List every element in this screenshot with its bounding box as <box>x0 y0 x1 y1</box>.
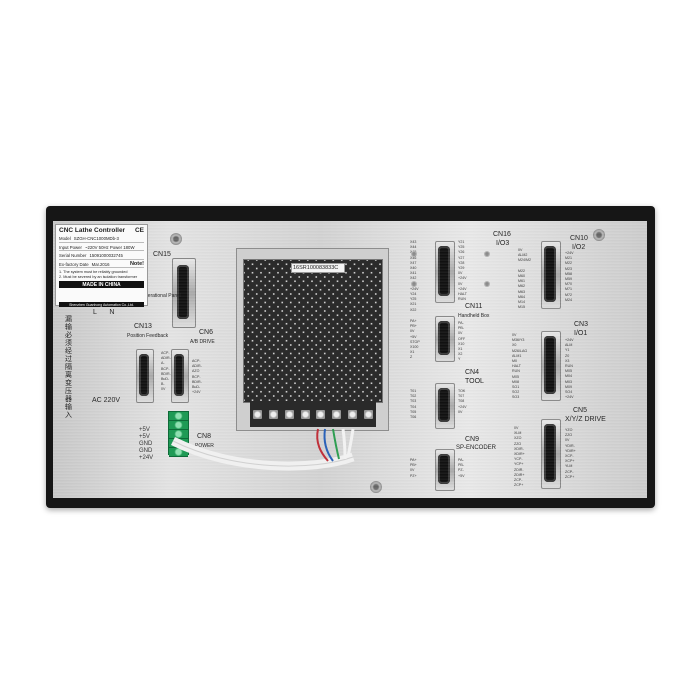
screw <box>411 251 417 257</box>
label-row: Input Power~220V 50Hz Power 180W <box>59 244 144 251</box>
psu-terminals <box>250 401 376 427</box>
psu-serial-sticker: 16SR100083833C <box>291 263 345 273</box>
ln-terminal-label: L N <box>93 309 116 316</box>
cn9-pins-right: PA- PB- PZ- +5V <box>458 458 465 478</box>
mount-hole <box>170 233 182 245</box>
cn15-label: CN15 <box>153 251 171 258</box>
cn11-label: CN11 <box>465 303 483 310</box>
cn6-sub: A/B DRIVE <box>190 339 215 345</box>
cn4-label: CN4 <box>465 369 480 376</box>
cn10-connector[interactable] <box>544 246 556 302</box>
mount-hole <box>370 481 382 493</box>
cn4-sub: TOOL <box>465 378 484 385</box>
cn5-sub: X/Y/Z DRIVE <box>565 416 606 423</box>
manufacturer-strip: Shenzhen Guanhong Automation Co.,Ltd. <box>59 302 144 307</box>
cn8-sub: POWER <box>195 443 214 449</box>
psu-vent-mesh <box>243 259 383 403</box>
ce-mark: CE <box>134 227 144 234</box>
cn4-pins-left: T01 T02 T03 T04 T05 T06 <box>410 389 417 420</box>
cn13-sub: Position Feedback <box>127 333 169 339</box>
cn16-connector[interactable] <box>438 246 450 296</box>
cn5-connector[interactable] <box>544 424 556 482</box>
screw <box>484 251 490 257</box>
mount-hole <box>593 229 605 241</box>
made-in-china: MADE IN CHINA <box>59 281 144 288</box>
cn11-sub: Handheld Box <box>458 313 490 319</box>
cn5-pins-right: YZO ZZO 0V YDIR- YDIR+ XCP- XCP+ YLM ZCP… <box>565 428 576 479</box>
cn5-pins-left: 0V XLM XZO ZZO XDIR- XDIR+ YCP- YCP+ ZDI… <box>514 426 525 488</box>
cn11-pins-left: PA+ PB+ 0V +5V STOP X100 X1 Z <box>410 319 420 360</box>
label-note: Note! <box>129 261 144 267</box>
power-dc-labels: +5V +5V GND GND +24V <box>139 427 154 461</box>
cn9-label: CN9 <box>465 436 480 443</box>
cn16-label: CN16 <box>493 231 511 238</box>
cn9-pins-left: PA+ PB+ 0V PZ+ <box>410 458 417 478</box>
cn16-pins-right: Y21 Y25 Y26 Y27 Y28 Y29 0V +24V 0V +24V … <box>458 240 467 302</box>
ac-input-label: AC 220V <box>92 397 121 404</box>
screw <box>411 281 417 287</box>
cn6-pins: ACP- ADIR- AZO BCP- BDIR- BuD- +24V <box>192 359 202 395</box>
cn4-pins-right: TOK T07 T08 +24V 0V <box>458 389 467 414</box>
cn10-pins-left: 0V ALM2 M24/M2 M22 M60 M61 M62 M63 M64 M… <box>518 248 531 310</box>
cn15-sub: Operational Panel <box>141 293 182 299</box>
cn11-connector[interactable] <box>438 321 450 355</box>
label-warnings: 1. The system must be reliably grounded … <box>59 270 138 279</box>
cn15-connector[interactable] <box>177 265 189 319</box>
cn3-pins-right: +24V ALM Y1 Z0 X3 RUN M05 M04 M03 M09 SO… <box>565 338 574 400</box>
cn10-pins-right: +24V M21 M22 M23 M58 M59 M70 M71 M72 M24 <box>565 251 574 302</box>
cn16-sub: I/O3 <box>496 240 510 247</box>
power-supply-unit: 16SR100083833C <box>236 248 389 431</box>
cn6-connector[interactable] <box>174 354 184 396</box>
wire-harness <box>170 428 355 471</box>
screw <box>484 281 490 287</box>
cn3-label: CN3 <box>574 321 589 328</box>
cn4-connector[interactable] <box>438 388 450 422</box>
cn6-label: CN6 <box>199 329 214 336</box>
cn13-label: CN13 <box>134 323 152 330</box>
cn9-sub: SP-ENCODER <box>456 445 497 451</box>
cn5-label: CN5 <box>573 407 588 414</box>
isolation-transformer-note: 漏输必须经过隔离变压器输入 <box>65 316 72 419</box>
cn9-connector[interactable] <box>438 454 450 484</box>
cn11-pins-right: PA- PB- 0V OFF X10 X1 X2 Y <box>458 321 466 362</box>
label-title: CNC Lathe Controller <box>59 227 126 234</box>
cn13-connector[interactable] <box>139 354 149 396</box>
cn8-label: CN8 <box>197 433 212 440</box>
cn3-connector[interactable] <box>544 336 556 394</box>
cn3-sub: I/O1 <box>574 330 588 337</box>
cn3-pins-left: 0V M36/Y3 X0 M26/LAG ALM1 M0 HALT RUN M0… <box>512 333 528 400</box>
cn13-pins: ACP- ADIR- A- BCP- BDIR- BuD- B- 0V <box>161 351 171 392</box>
cn10-label: CN10 <box>570 235 588 242</box>
cn10-sub: I/O2 <box>572 244 586 251</box>
